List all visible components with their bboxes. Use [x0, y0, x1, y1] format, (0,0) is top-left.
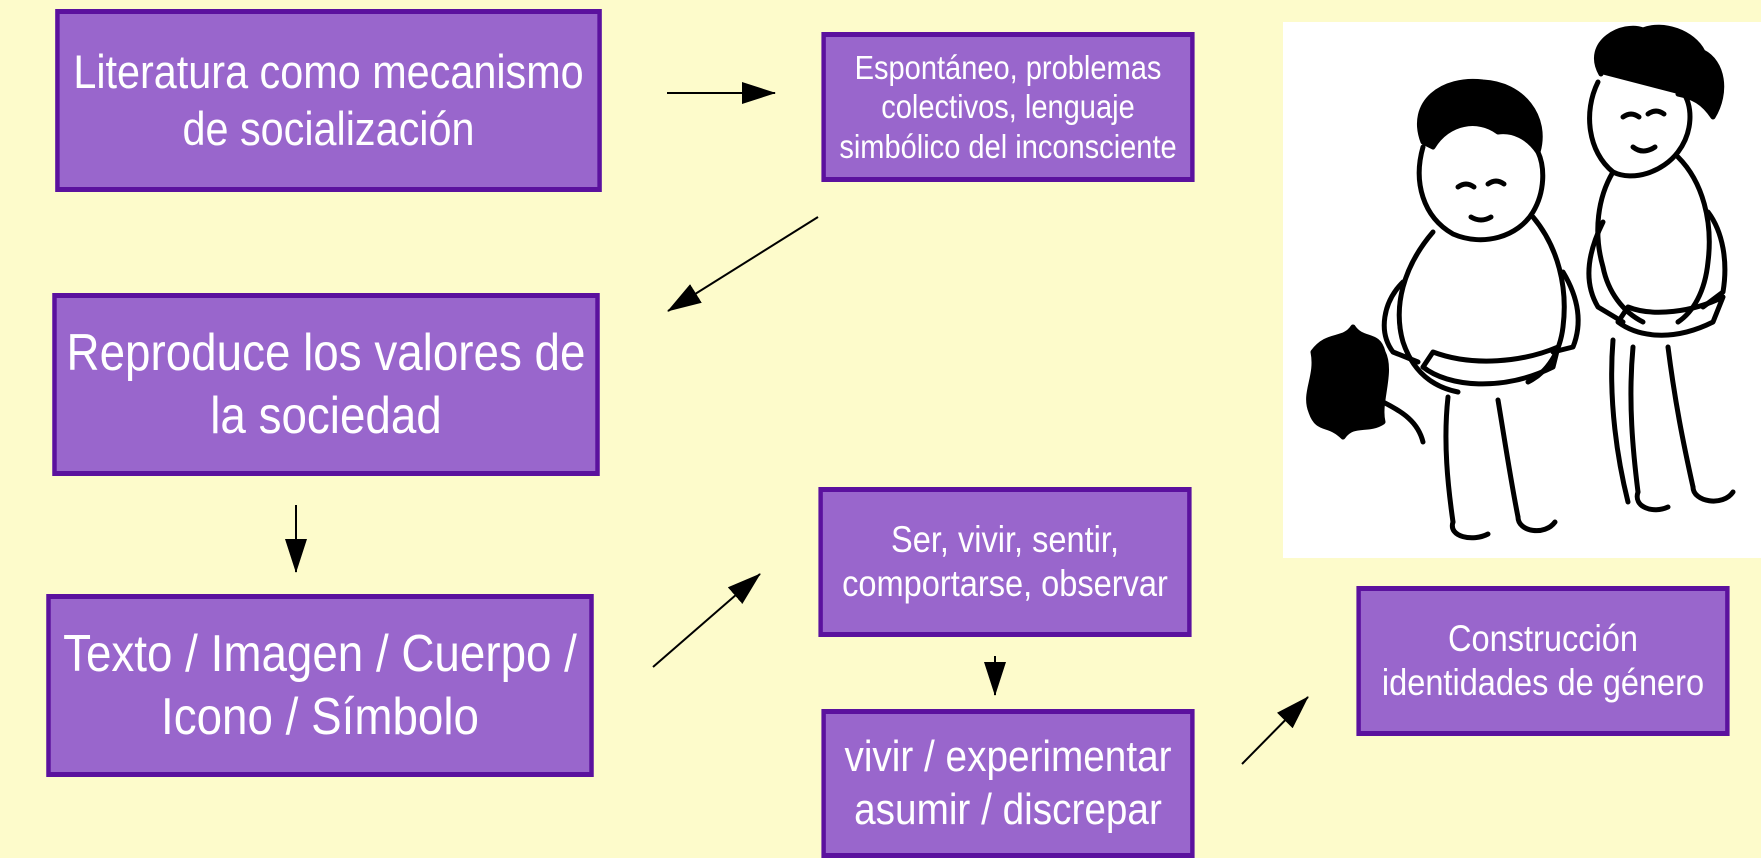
node-reproduce: Reproduce los valores de la sociedad: [52, 293, 600, 476]
node-literatura: Literatura como mecanismo de socializaci…: [55, 9, 602, 192]
node-construccion-line2: identidades de género: [1381, 662, 1705, 703]
node-construccion-line1: Construcción: [1447, 617, 1638, 659]
node-vivir-line1: vivir / experimentar: [844, 731, 1172, 781]
node-reproduce-line2: la sociedad: [210, 386, 442, 445]
node-literatura-line2: de socialización: [182, 101, 475, 155]
arrow-texto-to-ser: [652, 573, 761, 668]
arrow-espontaneo-to-reproduce: [667, 216, 819, 312]
node-ser: Ser, vivir, sentir, comportarse, observa…: [818, 487, 1192, 637]
node-espontaneo: Espontáneo, problemas colectivos, lengua…: [821, 32, 1195, 182]
node-construccion: Construcción identidades de género: [1356, 586, 1730, 736]
node-texto: Texto / Imagen / Cuerpo / Icono / Símbol…: [46, 594, 594, 777]
node-vivir-line2: asumir / discrepar: [854, 784, 1162, 834]
arrow-vivir-to-construccion: [1241, 696, 1309, 765]
node-texto-line1: Texto / Imagen / Cuerpo /: [63, 625, 577, 684]
node-espontaneo-line3: simbólico del inconsciente: [839, 127, 1177, 165]
node-espontaneo-line1: Espontáneo, problemas: [854, 48, 1162, 86]
node-literatura-line1: Literatura como mecanismo: [73, 45, 584, 99]
node-ser-line2: comportarse, observar: [842, 563, 1168, 604]
node-texto-line2: Icono / Símbolo: [161, 687, 479, 746]
node-vivir: vivir / experimentar asumir / discrepar: [821, 709, 1195, 858]
children-illustration: [1283, 22, 1761, 558]
node-espontaneo-line2: colectivos, lenguaje: [881, 88, 1135, 126]
children-drawing-icon: [1306, 24, 1736, 541]
node-ser-line1: Ser, vivir, sentir,: [890, 518, 1120, 560]
node-reproduce-line1: Reproduce los valores de: [66, 324, 586, 383]
